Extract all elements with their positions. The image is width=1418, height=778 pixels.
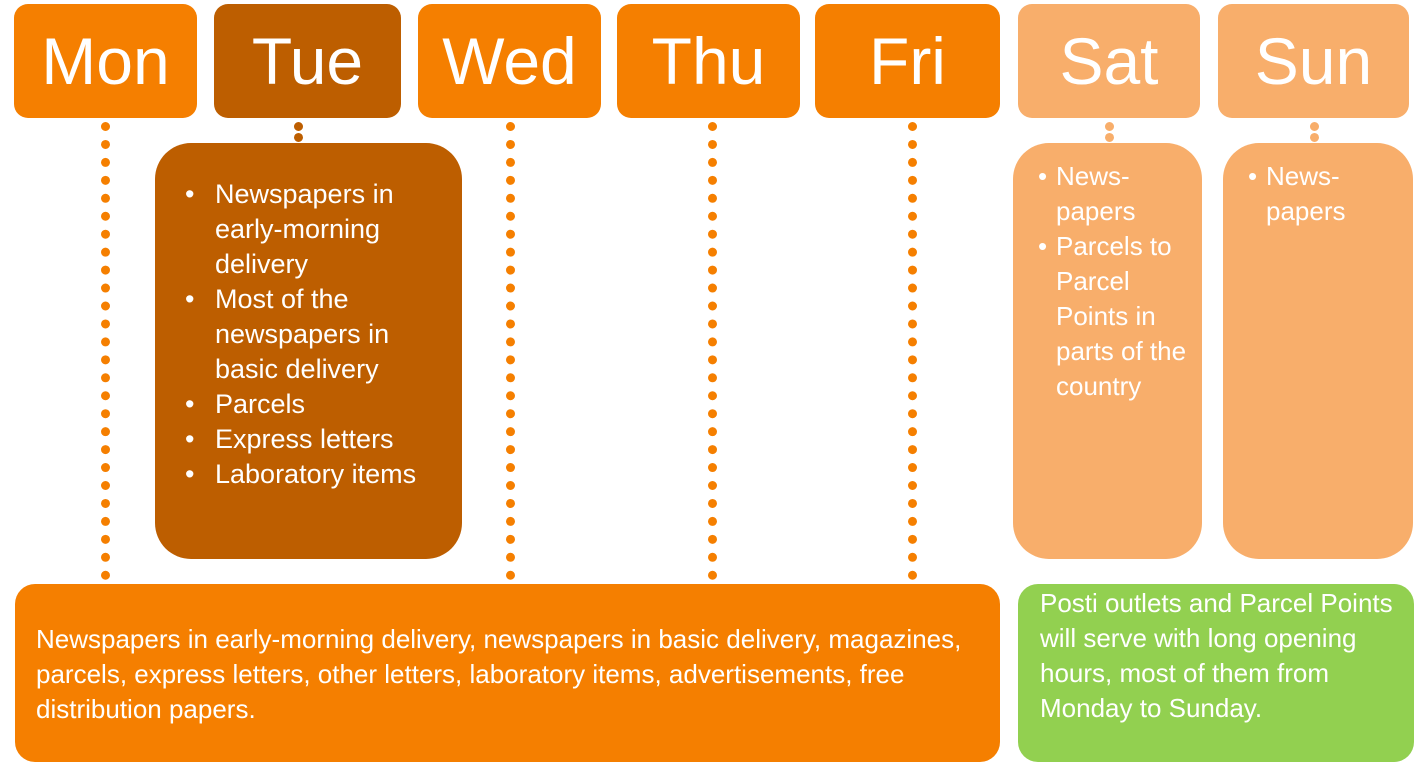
tuesday-item: Parcels — [185, 387, 452, 422]
day-header-sat: Sat — [1018, 4, 1200, 118]
sunday-item-list: News-papers — [1248, 159, 1407, 229]
day-header-thu: Thu — [617, 4, 800, 118]
saturday-item-list: News-papers Parcels to Parcel Points in … — [1038, 159, 1196, 404]
sunday-delivery-box: News-papers — [1223, 143, 1413, 559]
day-header-tue: Tue — [214, 4, 401, 118]
day-header-wed: Wed — [418, 4, 601, 118]
weekday-delivery-text: Newspapers in early-morning delivery, ne… — [36, 624, 962, 724]
sunday-item: News-papers — [1248, 159, 1407, 229]
connector-fri — [908, 122, 917, 580]
connector-mon — [101, 122, 110, 580]
tuesday-delivery-box: Newspapers in early-morning delivery Mos… — [155, 143, 462, 559]
connector-wed — [506, 122, 515, 580]
tuesday-item: Laboratory items — [185, 457, 452, 492]
saturday-item: News-papers — [1038, 159, 1196, 229]
saturday-item: Parcels to Parcel Points in parts of the… — [1038, 229, 1196, 404]
day-header-fri: Fri — [815, 4, 1000, 118]
day-header-sun: Sun — [1218, 4, 1409, 118]
tuesday-item: Newspapers in early-morning delivery — [185, 177, 452, 282]
connector-tue — [294, 122, 303, 142]
saturday-delivery-box: News-papers Parcels to Parcel Points in … — [1013, 143, 1202, 559]
tuesday-item: Express letters — [185, 422, 452, 457]
tuesday-item: Most of the newspapers in basic delivery — [185, 282, 452, 387]
outlets-info-box: Posti outlets and Parcel Points will ser… — [1018, 584, 1414, 762]
outlets-info-text: Posti outlets and Parcel Points will ser… — [1040, 588, 1393, 723]
connector-sun — [1310, 122, 1319, 142]
weekday-delivery-box: Newspapers in early-morning delivery, ne… — [15, 584, 1000, 762]
connector-sat — [1105, 122, 1114, 142]
day-header-mon: Mon — [14, 4, 197, 118]
connector-thu — [708, 122, 717, 580]
tuesday-item-list: Newspapers in early-morning delivery Mos… — [185, 177, 452, 492]
